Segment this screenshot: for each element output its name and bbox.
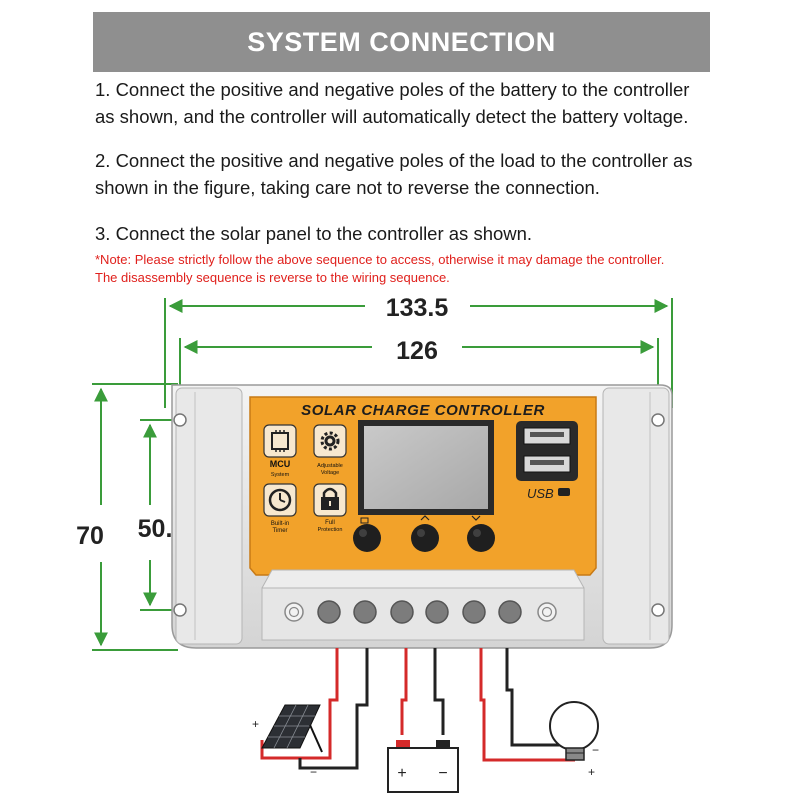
warning-note: *Note: Please strictly follow the above … (95, 251, 775, 287)
menu-button[interactable] (353, 517, 381, 552)
chip-icon (271, 430, 289, 452)
mount-hole-top-left (173, 413, 187, 427)
title-banner: SYSTEM CONNECTION (93, 12, 710, 72)
load-minus-label: − (592, 743, 599, 757)
usb-ports[interactable] (516, 421, 578, 481)
down-button[interactable] (467, 515, 495, 552)
step-1: 1. Connect the positive and negative pol… (95, 76, 735, 130)
svg-text:Timer: Timer (272, 528, 287, 534)
dimension-label-133-5: 133.5 (386, 294, 449, 322)
solar-negative-wire (298, 648, 369, 770)
terminal-screw[interactable] (390, 600, 414, 624)
svg-text:System: System (271, 472, 290, 478)
battery-negative-label: − (438, 765, 447, 782)
svg-text:MCU: MCU (270, 459, 291, 469)
svg-text:Built-in: Built-in (271, 521, 289, 527)
lcd-display (358, 420, 494, 515)
mount-hole-top-right (651, 413, 665, 427)
arrow-up-icon (420, 515, 430, 521)
menu-icon (360, 517, 369, 524)
feature-adjustable-voltage: Adjustable Voltage (313, 424, 347, 476)
dimension-height-overall (92, 383, 178, 651)
step-2-line-1: 2. Connect the positive and negative pol… (95, 150, 693, 171)
terminal-screw[interactable] (353, 600, 377, 624)
terminal-end-cap (284, 602, 304, 622)
step-2: 2. Connect the positive and negative pol… (95, 147, 735, 201)
usb-icon: USB (527, 486, 570, 501)
note-line-2: The disassembly sequence is reverse to t… (95, 270, 450, 285)
gear-icon (320, 431, 340, 451)
wiring (260, 648, 575, 770)
up-button[interactable] (411, 515, 439, 552)
load-positive-wire (479, 648, 575, 762)
terminal-screw[interactable] (425, 600, 449, 624)
battery-negative-wire (433, 648, 445, 735)
solar-plus-label: + (252, 717, 259, 731)
svg-text:Protection: Protection (318, 527, 343, 533)
terminal-end-cap-ring (288, 606, 300, 618)
note-line-1: *Note: Please strictly follow the above … (95, 252, 665, 267)
lock-icon (321, 487, 339, 510)
dimension-label-126: 126 (396, 337, 438, 365)
step-1-line-1: 1. Connect the positive and negative pol… (95, 79, 690, 100)
svg-text:USB: USB (527, 486, 554, 501)
feature-mcu: MCU System (263, 424, 297, 478)
terminal-screw[interactable] (498, 600, 522, 624)
solar-panel: + − (252, 704, 323, 779)
svg-text:Voltage: Voltage (321, 470, 339, 476)
battery-positive-label: + (397, 765, 406, 782)
battery-positive-wire (400, 648, 408, 735)
load-negative-wire (505, 648, 560, 747)
arrow-down-icon (471, 515, 481, 521)
bulb-icon: − + (549, 701, 599, 779)
terminal-screw[interactable] (317, 600, 341, 624)
dimension-width-holes (179, 338, 659, 400)
mount-hole-bottom-left (173, 603, 187, 617)
battery: + − (387, 740, 459, 793)
step-1-line-2: as shown, and the controller will automa… (95, 106, 689, 127)
terminal-end-cap-ring (541, 606, 553, 618)
step-3-line-1: 3. Connect the solar panel to the contro… (95, 223, 533, 244)
solar-minus-label: − (310, 765, 317, 779)
load-plus-label: + (588, 765, 595, 779)
terminal-screws (284, 600, 557, 624)
solar-positive-wire (260, 648, 339, 760)
clock-icon (268, 488, 292, 512)
mount-hole-bottom-right (651, 603, 665, 617)
feature-timer: Built-in Timer (263, 483, 297, 534)
dimension-width-overall (164, 298, 673, 408)
feature-protection: Full Protection (313, 483, 347, 533)
step-2-line-2: shown in the figure, taking care not to … (95, 177, 600, 198)
dimension-label-70: 70 (76, 522, 104, 550)
terminal-block (261, 569, 585, 641)
controller-title: SOLAR CHARGE CONTROLLER (301, 402, 545, 419)
terminal-screw[interactable] (462, 600, 486, 624)
svg-text:Adjustable: Adjustable (317, 463, 343, 469)
terminal-end-cap (537, 602, 557, 622)
svg-text:Full: Full (325, 520, 335, 526)
page-title: SYSTEM CONNECTION (247, 26, 556, 57)
step-3: 3. Connect the solar panel to the contro… (95, 220, 735, 247)
